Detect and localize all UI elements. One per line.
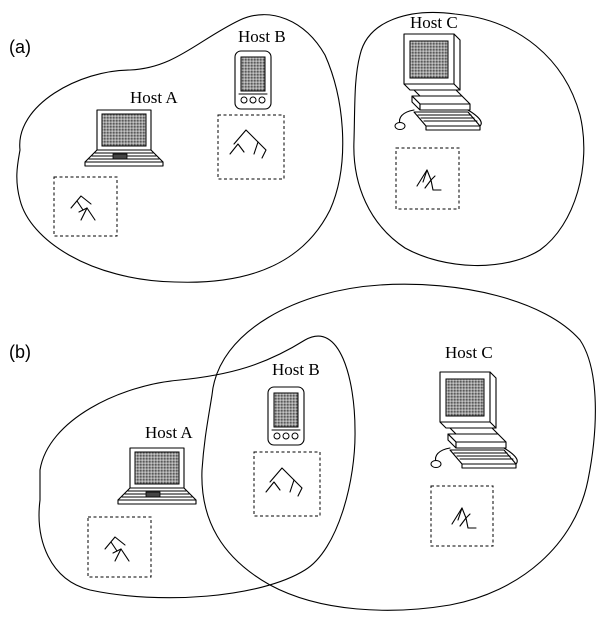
panel-b-network-2-boundary: [201, 283, 596, 611]
panel-b-host-c: Host C: [430, 343, 518, 547]
panel-b-host-c-tree-box: [430, 485, 494, 547]
panel-a-host-a: Host A: [53, 88, 178, 237]
panel-b-host-a: Host A: [87, 423, 197, 578]
panel-b-network-1-boundary: [38, 335, 356, 599]
panel-b-host-a-label: Host A: [145, 423, 193, 442]
panel-b-label: (b): [9, 342, 31, 362]
panel-a-host-b-tree-box: [217, 114, 285, 180]
panel-b-host-a-tree-box: [87, 516, 152, 578]
panel-b-host-b-label: Host B: [272, 360, 320, 379]
pda-icon: [267, 386, 305, 446]
panel-a-host-c: Host C: [394, 13, 482, 210]
tree-icon: [229, 129, 267, 159]
panel-a-host-c-tree-box: [395, 147, 460, 210]
panel-a: (a) Host A Host B Host C: [9, 11, 585, 283]
panel-b-host-c-label: Host C: [445, 343, 493, 362]
panel-a-host-b-label: Host B: [238, 27, 286, 46]
laptop-icon: [117, 447, 197, 505]
tree-icon: [416, 169, 442, 191]
tree-icon: [265, 467, 303, 497]
panel-b-host-b-tree-box: [253, 451, 321, 517]
tree-icon: [104, 536, 130, 562]
panel-a-host-c-label: Host C: [410, 13, 458, 32]
panel-a-network-2-boundary: [353, 11, 585, 267]
panel-a-network-1-boundary: [16, 14, 344, 283]
panel-a-host-b: Host B: [217, 27, 286, 180]
tree-icon: [451, 507, 477, 529]
desktop-computer-icon: [394, 33, 482, 131]
panel-b: (b) Host A Host B Host C: [9, 283, 596, 611]
panel-a-host-a-tree-box: [53, 176, 118, 237]
pda-icon: [234, 50, 272, 110]
tree-icon: [70, 195, 96, 221]
desktop-computer-icon: [430, 371, 518, 469]
panel-b-host-b: Host B: [253, 360, 321, 517]
laptop-icon: [84, 109, 164, 167]
panel-a-label: (a): [9, 37, 31, 57]
panel-a-host-a-label: Host A: [130, 88, 178, 107]
